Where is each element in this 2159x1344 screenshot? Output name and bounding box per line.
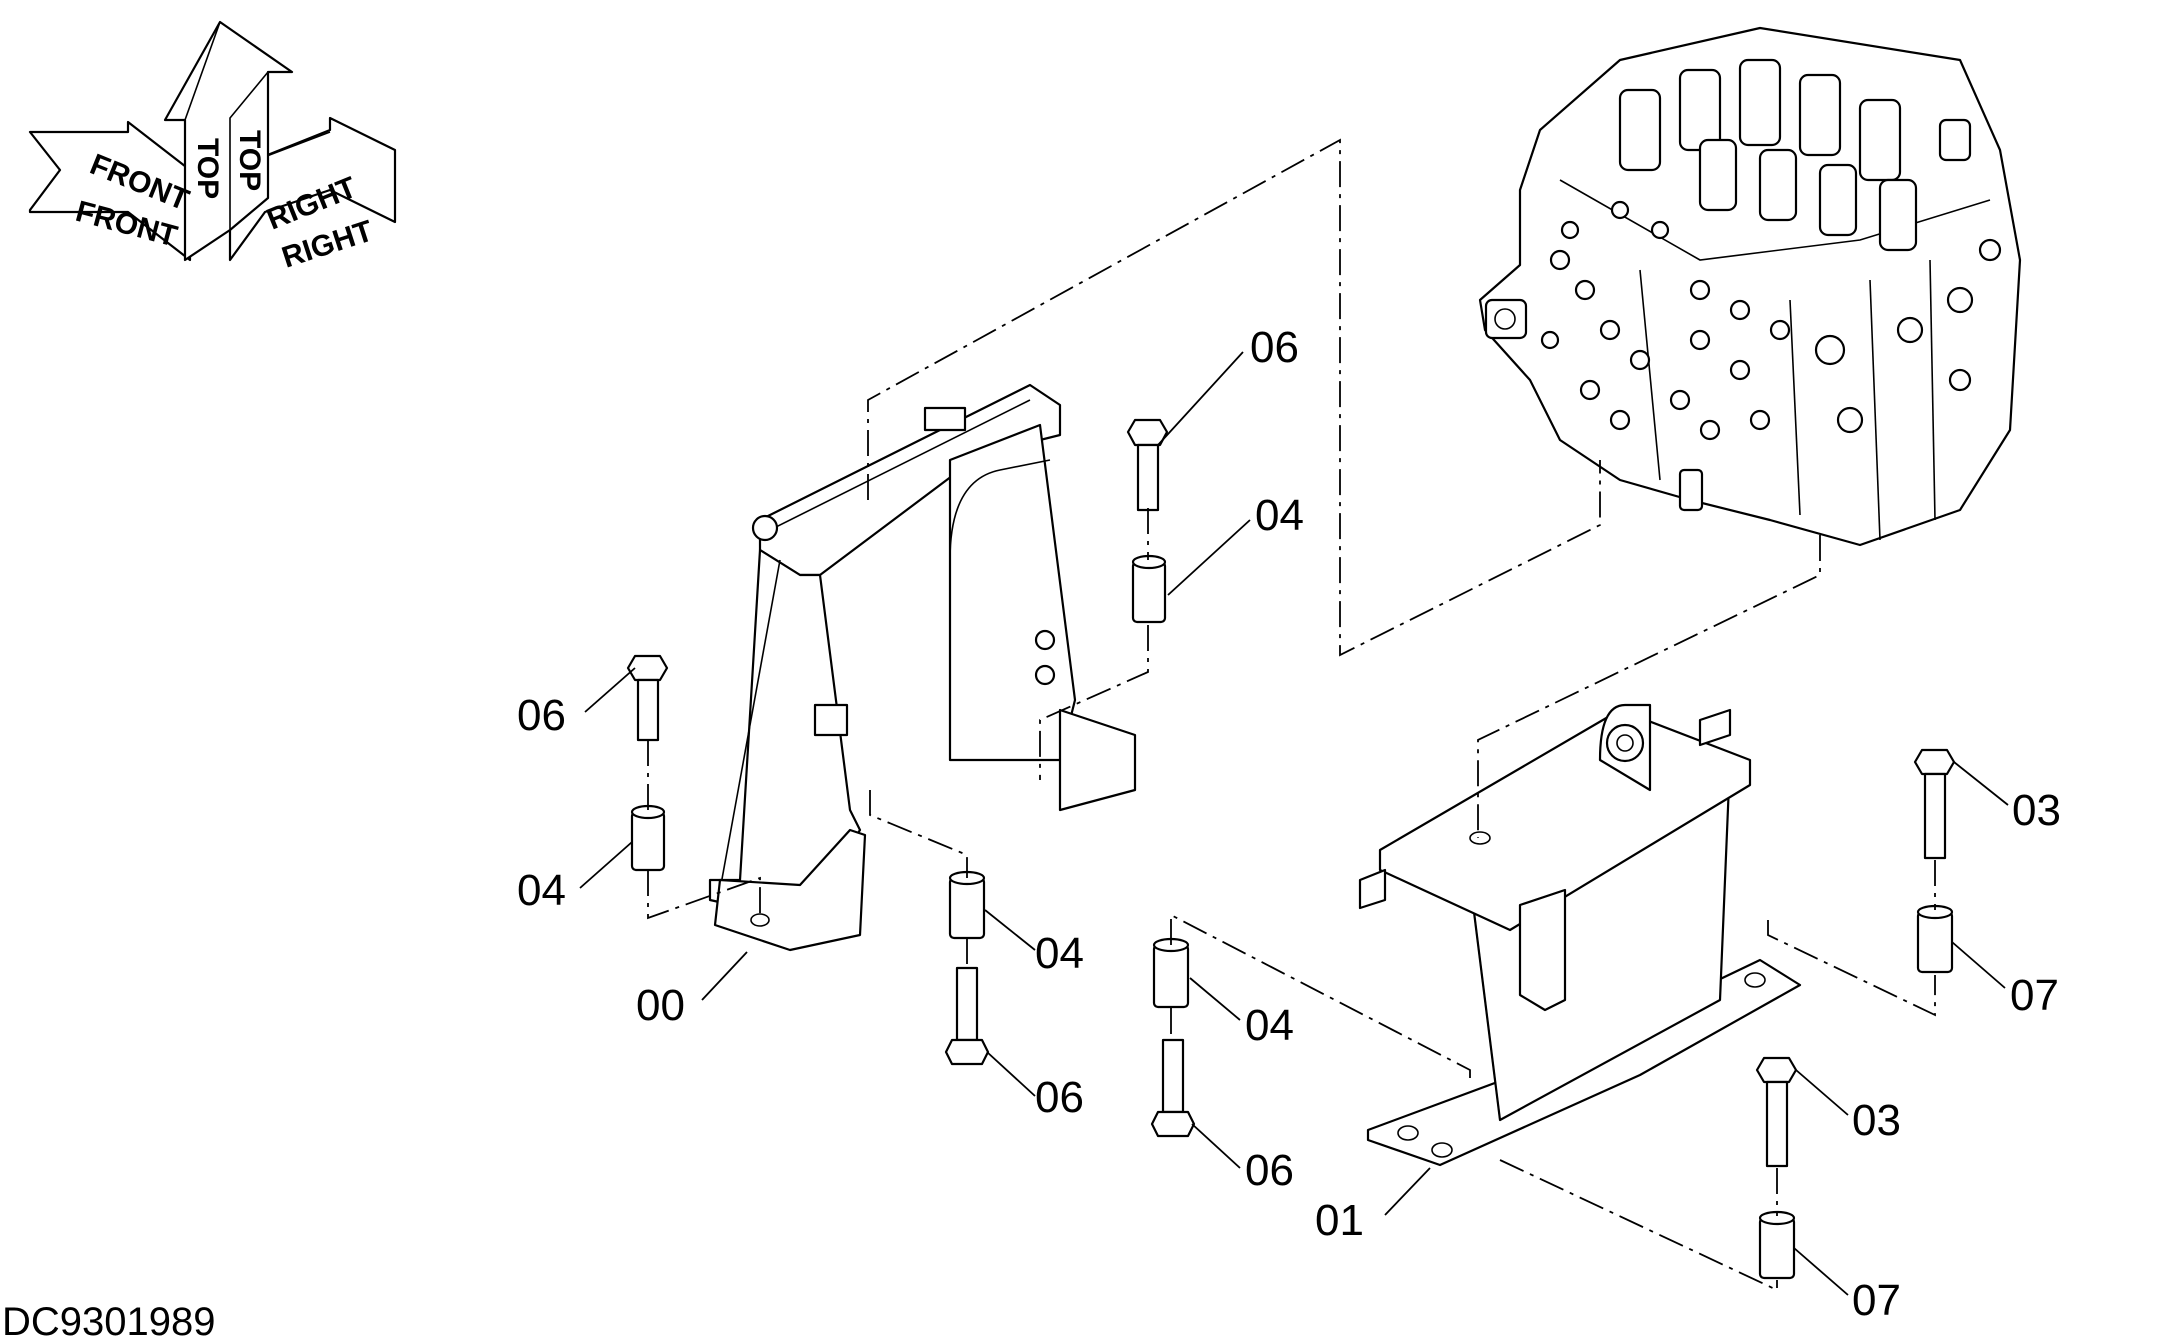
spacer-04-lower [1152,937,1190,1009]
drawing-code: DC9301989 [2,1300,216,1344]
callout-06-left: 06 [517,691,566,740]
bracket-00 [708,383,1137,952]
callout-04-left: 04 [517,866,566,915]
callout-06-top: 06 [1250,323,1299,372]
spacer-07-upper [1916,904,1954,974]
callout-04-lower: 04 [1245,1001,1294,1050]
bolt-06-center [944,966,990,1066]
callout-03-upper: 03 [2012,786,2061,835]
callout-07-upper: 07 [2010,971,2059,1020]
bolt-06-left [626,654,669,742]
spacer-07-lower [1758,1210,1796,1280]
callout-03-lower: 03 [1852,1096,1901,1145]
top-label-left: TOP [191,138,224,199]
bolt-06-lower [1150,1038,1196,1138]
spacer-04-center [948,870,986,940]
assembly-center-lines [647,138,1936,1292]
spacer-04-left [630,804,666,872]
callout-leaders [579,351,2009,1296]
callout-07-lower: 07 [1852,1276,1901,1325]
top-label-right: TOP [233,130,266,191]
callout-04-center: 04 [1035,929,1084,978]
callout-06-lower: 06 [1245,1146,1294,1195]
spacer-04-top [1131,554,1167,624]
callout-labels: 06 04 06 04 00 04 06 04 06 01 03 07 03 0… [517,323,2061,1325]
callout-04-top: 04 [1255,491,1304,540]
bolt-03-lower [1755,1056,1798,1168]
bolt-06-top [1126,418,1169,512]
callout-06-center: 06 [1035,1073,1084,1122]
orientation-indicator: FRONT FRONT TOP TOP RIGHT RIGHT [28,20,397,275]
bolt-03-upper [1913,748,1956,860]
bracket-01 [1358,703,1802,1167]
callout-01: 01 [1315,1196,1364,1245]
control-valve-illustration [1478,26,2022,547]
callout-00: 00 [636,981,685,1030]
